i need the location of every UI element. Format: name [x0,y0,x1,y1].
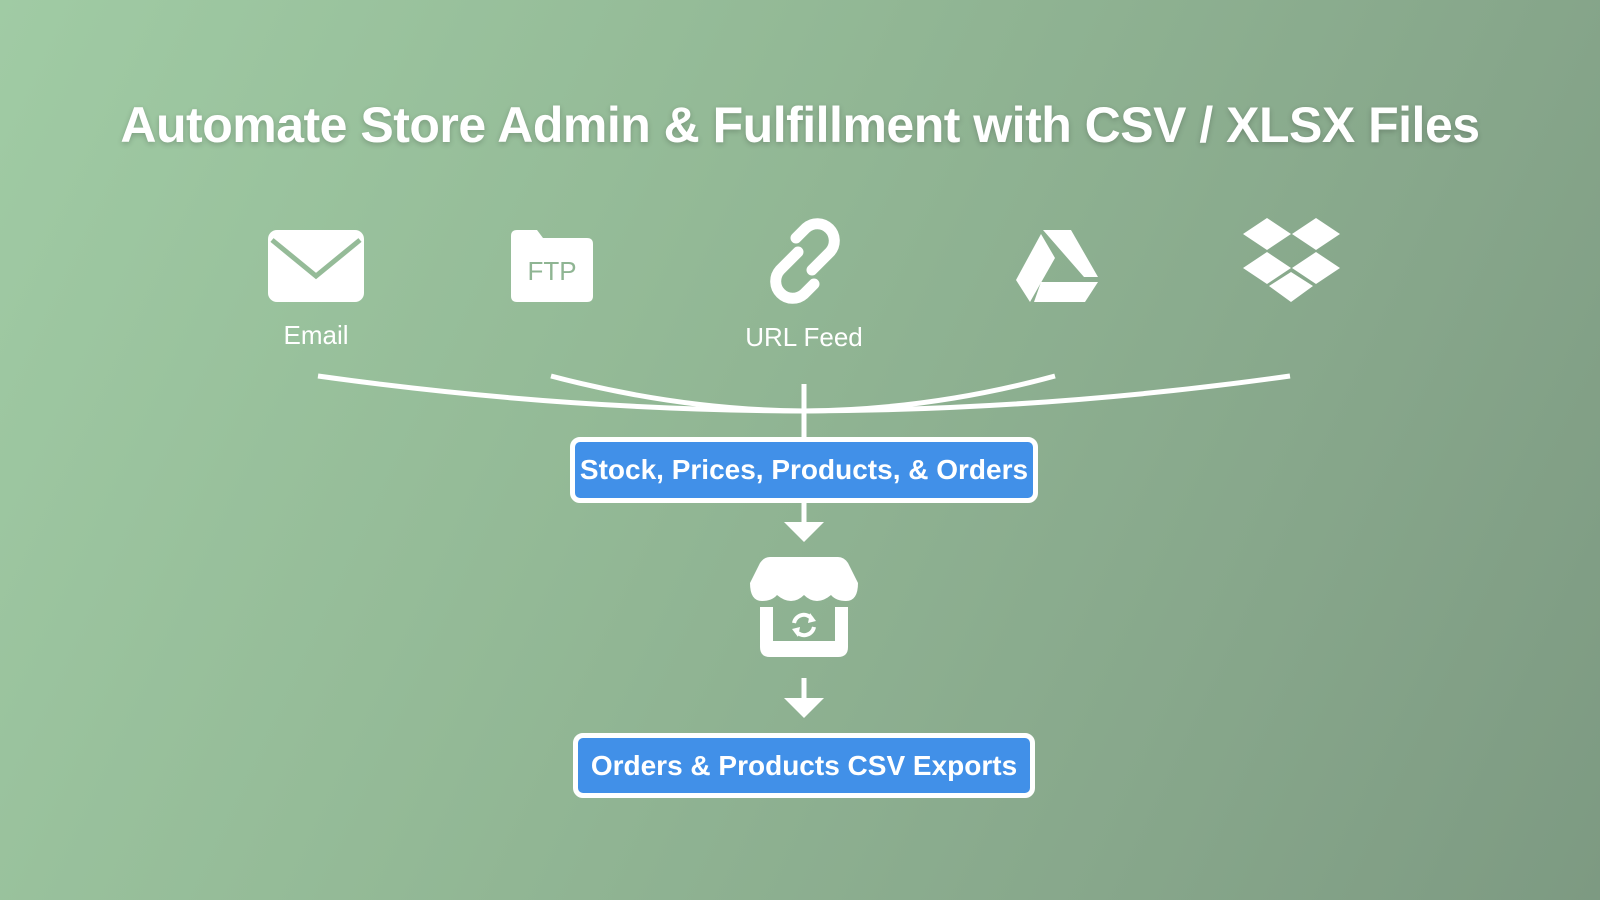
ftp-folder-icon: FTP [511,230,593,302]
page-title: Automate Store Admin & Fulfillment with … [120,97,1480,153]
arrow-2-head [784,698,824,718]
link-icon [770,218,840,304]
connector-dropbox [803,373,1291,414]
import-data-box: Stock, Prices, Products, & Orders [570,437,1038,503]
dropbox-icon [1243,218,1340,302]
google-drive-icon [1016,230,1098,302]
arrow-1-head [784,522,824,542]
store-sync-icon [750,557,858,657]
connector-ftp [550,373,805,414]
url-feed-label: URL Feed [745,322,863,352]
export-box: Orders & Products CSV Exports [573,733,1035,798]
email-icon [268,230,364,302]
svg-text:FTP: FTP [527,256,576,286]
email-label: Email [283,320,349,350]
